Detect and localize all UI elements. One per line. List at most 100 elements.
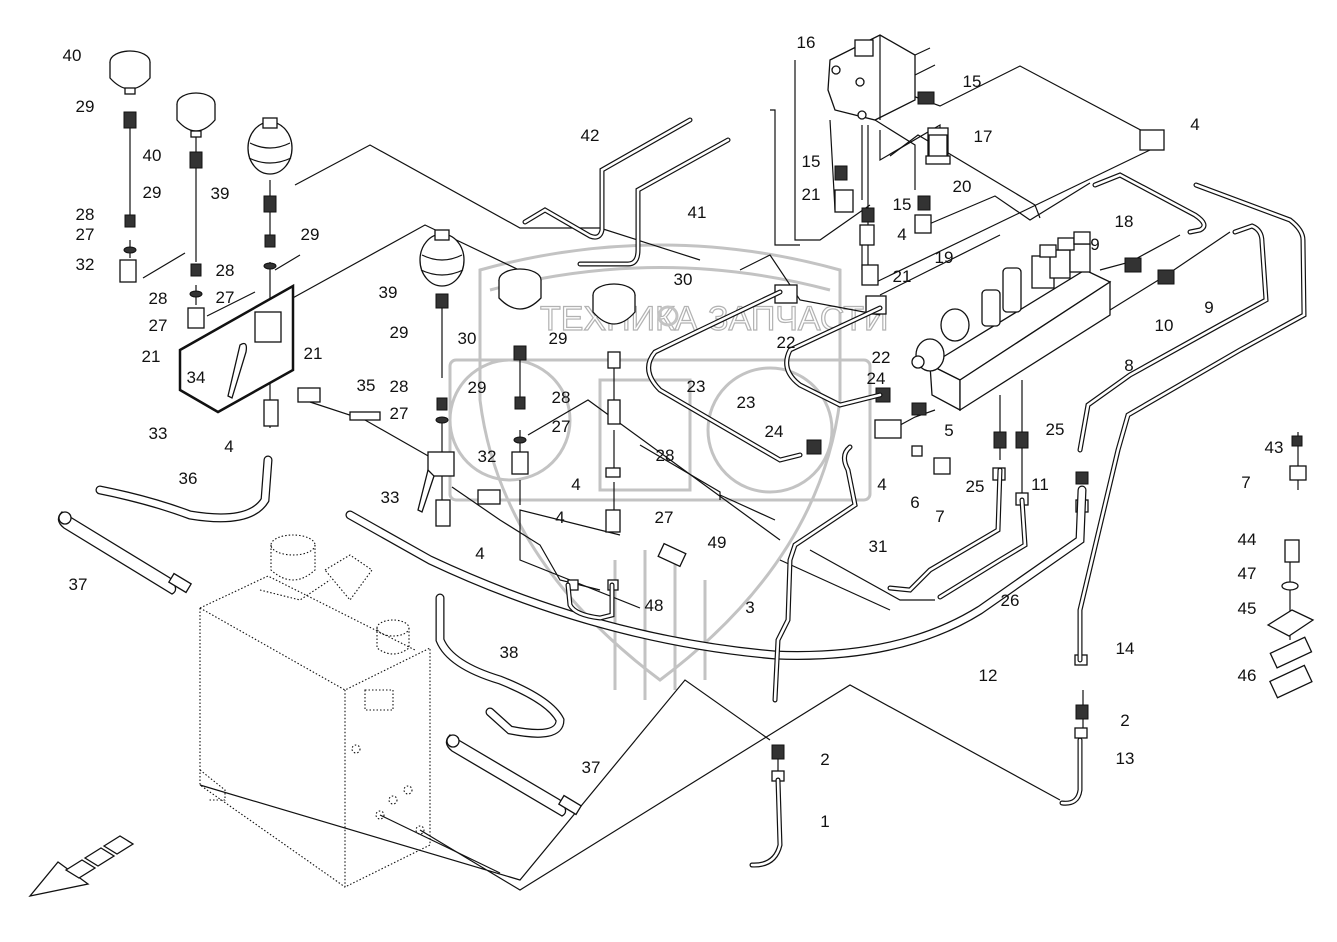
callout-label-40: 40: [63, 46, 82, 65]
hoses: [95, 455, 1087, 738]
callout-label-12: 12: [979, 666, 998, 685]
callout-label-25: 25: [1046, 420, 1065, 439]
callout-label-31: 31: [869, 537, 888, 556]
watermark-letter-f: [706, 366, 834, 494]
callout-label-4: 4: [1190, 115, 1199, 134]
callout-label-2: 2: [820, 750, 829, 769]
callout-label-26: 26: [1001, 591, 1020, 610]
callout-label-4: 4: [897, 225, 906, 244]
callout-label-25: 25: [966, 477, 985, 496]
callout-label-28: 28: [76, 205, 95, 224]
fittings: [119, 91, 1315, 782]
callout-label-28: 28: [216, 261, 235, 280]
callout-label-38: 38: [500, 643, 519, 662]
callout-label-41: 41: [688, 203, 707, 222]
callout-label-37: 37: [69, 575, 88, 594]
callout-label-48: 48: [645, 596, 664, 615]
callout-label-6: 6: [910, 493, 919, 512]
clamp-plate: [1266, 609, 1315, 637]
callout-label-39: 39: [379, 283, 398, 302]
watermark-gear-icon: [657, 305, 679, 327]
callout-label-28: 28: [656, 446, 675, 465]
callout-label-27: 27: [390, 404, 409, 423]
accumulators: [109, 50, 636, 325]
callout-label-33: 33: [381, 488, 400, 507]
callout-label-17: 17: [974, 127, 993, 146]
callout-label-14: 14: [1116, 639, 1135, 658]
direction-arrow-icon: [28, 835, 135, 898]
callout-label-30: 30: [674, 270, 693, 289]
callout-label-21: 21: [142, 347, 161, 366]
callout-label-10: 10: [1155, 316, 1174, 335]
callout-label-21: 21: [304, 344, 323, 363]
callout-label-29: 29: [390, 323, 409, 342]
callout-label-36: 36: [179, 469, 198, 488]
callout-label-4: 4: [555, 508, 564, 527]
valve-block: [911, 231, 1112, 412]
callout-label-15: 15: [963, 72, 982, 91]
callout-label-8: 8: [1124, 356, 1133, 375]
callout-label-9: 9: [1204, 298, 1213, 317]
ball-valve-assembly: [178, 283, 455, 513]
accumulator-39-b: [419, 229, 465, 287]
callout-label-44: 44: [1238, 530, 1257, 549]
watermark: ТЕХНИКА ЗАПЧАСТИ: [448, 243, 889, 700]
callout-label-28: 28: [390, 377, 409, 396]
callout-label-47: 47: [1238, 564, 1257, 583]
watermark-wheat-icon: [613, 550, 707, 700]
callout-label-11: 11: [1031, 475, 1049, 494]
callout-label-9: 9: [1090, 235, 1099, 254]
callout-label-4: 4: [877, 475, 886, 494]
rigid-tubes: [522, 117, 1307, 868]
watermark-shield: [478, 243, 842, 682]
callout-label-15: 15: [893, 195, 912, 214]
callout-label-23: 23: [687, 377, 706, 396]
watermark-letter-e: [448, 358, 572, 482]
callout-label-19: 19: [935, 248, 954, 267]
callout-label-5: 5: [944, 421, 953, 440]
hydraulic-cylinders: [57, 511, 583, 817]
accumulator-40-a: [109, 50, 151, 95]
callout-label-42: 42: [581, 126, 600, 145]
accumulator-40-b: [176, 92, 216, 138]
callout-label-24: 24: [765, 422, 784, 441]
callout-label-20: 20: [953, 177, 972, 196]
accumulator-30-b: [592, 283, 636, 325]
callout-label-29: 29: [468, 378, 487, 397]
callout-label-32: 32: [478, 447, 497, 466]
callout-label-15: 15: [802, 152, 821, 171]
callout-label-32: 32: [76, 255, 95, 274]
callout-label-29: 29: [549, 329, 568, 348]
callout-label-39: 39: [211, 184, 230, 203]
callout-label-27: 27: [149, 316, 168, 335]
callout-label-28: 28: [149, 289, 168, 308]
accumulator-30-a: [498, 268, 542, 310]
pump-assembly: [827, 34, 936, 121]
callout-label-35: 35: [357, 376, 376, 395]
callout-label-4: 4: [571, 475, 580, 494]
callout-label-43: 43: [1265, 438, 1284, 457]
callout-label-4: 4: [224, 437, 233, 456]
callout-label-29: 29: [76, 97, 95, 116]
callout-label-33: 33: [149, 424, 168, 443]
callout-label-27: 27: [655, 508, 674, 527]
callout-label-46: 46: [1238, 666, 1257, 685]
cylinder-37-upper: [57, 511, 193, 595]
pressure-switch: [925, 134, 951, 165]
callout-label-3: 3: [745, 598, 754, 617]
callout-label-30: 30: [458, 329, 477, 348]
callout-label-23: 23: [737, 393, 756, 412]
callout-label-27: 27: [552, 417, 571, 436]
callout-label-7: 7: [1241, 473, 1250, 492]
accumulator-39-a: [247, 117, 293, 175]
cylinder-37-lower: [445, 734, 583, 817]
callout-label-21: 21: [802, 185, 821, 204]
callout-label-13: 13: [1116, 749, 1135, 768]
callout-label-49: 49: [708, 533, 727, 552]
hydraulic-tank: [199, 534, 431, 888]
callout-label-1: 1: [820, 812, 829, 831]
callout-label-24: 24: [867, 369, 886, 388]
